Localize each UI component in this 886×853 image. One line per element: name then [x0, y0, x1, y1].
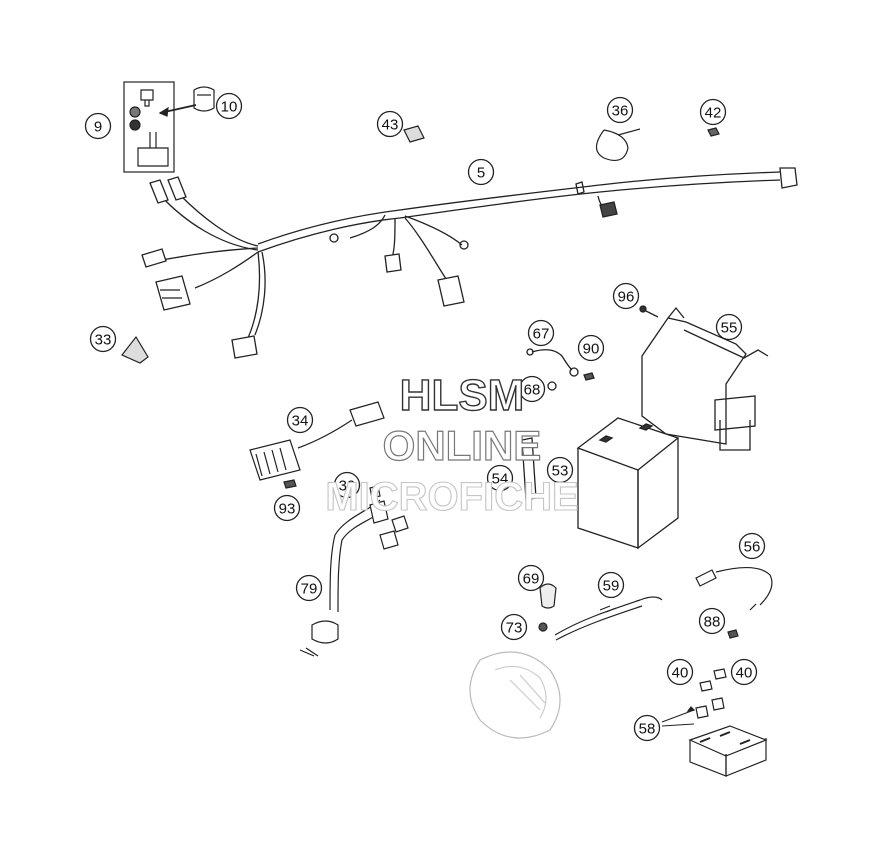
callout-number: 42: [705, 105, 722, 122]
callout-10: 10: [215, 92, 243, 120]
battery-assembly: [521, 348, 680, 550]
callout-number: 55: [721, 320, 738, 337]
callout-number: 5: [477, 165, 485, 182]
watermark-line-1: HLSM: [400, 371, 525, 420]
callout-9: 9: [84, 112, 112, 140]
callout-56: 56: [738, 532, 766, 560]
callout-59: 59: [597, 571, 625, 599]
battery-bracket: [639, 305, 769, 451]
callout-53: 53: [546, 456, 574, 484]
callout-circle: [467, 158, 495, 186]
callout-number: 90: [583, 341, 600, 358]
callout-circle: [606, 96, 634, 124]
callout-number: 79: [301, 581, 318, 598]
callout-circle: [215, 92, 243, 120]
callout-39: 39: [333, 471, 361, 499]
watermark-line-3: MICROFICHE: [325, 475, 578, 519]
callout-circle: [286, 406, 314, 434]
callout-43: 43: [376, 110, 404, 138]
callout-number: 56: [744, 539, 761, 556]
callout-circle: [546, 456, 574, 484]
callout-circle: [699, 98, 727, 126]
callout-number: 34: [292, 413, 309, 430]
callout-68: 68: [518, 375, 546, 403]
callout-number: 39: [339, 478, 356, 495]
callout-33: 33: [89, 325, 117, 353]
callout-number: 10: [221, 99, 238, 116]
callout-circle: [273, 494, 301, 522]
callout-number: 40: [736, 665, 753, 682]
callout-circle: [500, 613, 528, 641]
callout-number: 67: [533, 326, 550, 343]
callout-96: 96: [612, 282, 640, 310]
callout-circle: [738, 532, 766, 560]
callout-5: 5: [467, 158, 495, 186]
callout-67: 67: [527, 319, 555, 347]
callout-circle: [89, 325, 117, 353]
callout-circle: [486, 464, 514, 492]
callout-circle: [633, 714, 661, 742]
callout-number: 88: [704, 614, 721, 631]
watermark: HLSM ONLINE MICROFICHE: [325, 370, 579, 519]
callout-number: 33: [95, 332, 112, 349]
callout-circle: [730, 658, 758, 686]
callout-42: 42: [699, 98, 727, 126]
callout-number: 58: [639, 721, 656, 738]
callout-number: 53: [552, 463, 569, 480]
callout-circle: [84, 112, 112, 140]
callout-number: 54: [492, 471, 509, 488]
starter-cable: [299, 485, 409, 657]
callout-79: 79: [295, 574, 323, 602]
small-parts-top: [121, 125, 720, 364]
callout-circle: [577, 334, 605, 362]
callout-circle: [666, 658, 694, 686]
callout-circle: [517, 564, 545, 592]
callout-69: 69: [517, 564, 545, 592]
callout-circle: [376, 110, 404, 138]
callout-number: 43: [382, 117, 399, 134]
switch-assembly: [123, 81, 215, 173]
callout-circle: [527, 319, 555, 347]
callout-circle: [715, 313, 743, 341]
callout-number: 73: [506, 620, 523, 637]
callout-circle: [698, 607, 726, 635]
callout-40: 40: [730, 658, 758, 686]
callout-93: 93: [273, 494, 301, 522]
battery-cable: [695, 566, 773, 639]
callout-40: 40: [666, 658, 694, 686]
voltage-regulator: [249, 401, 385, 489]
callout-circle: [333, 471, 361, 499]
callout-number: 59: [603, 578, 620, 595]
callout-58: 58: [633, 714, 661, 742]
callout-circle: [518, 375, 546, 403]
wiring-harness: [141, 167, 798, 359]
callout-number: 93: [279, 501, 296, 518]
callout-number: 68: [524, 382, 541, 399]
callout-54: 54: [486, 464, 514, 492]
callout-55: 55: [715, 313, 743, 341]
callout-34: 34: [286, 406, 314, 434]
callout-circle: [612, 282, 640, 310]
callout-circle: [295, 574, 323, 602]
callout-36: 36: [606, 96, 634, 124]
callout-circle: [597, 571, 625, 599]
callout-number: 40: [672, 665, 689, 682]
callout-88: 88: [698, 607, 726, 635]
callout-number: 96: [618, 289, 635, 306]
callout-number: 36: [612, 103, 629, 120]
watermark-line-2: ONLINE: [383, 422, 542, 469]
callout-90: 90: [577, 334, 605, 362]
starter-relay: [661, 668, 768, 777]
callout-number: 69: [523, 571, 540, 588]
callout-number: 9: [94, 119, 102, 136]
starter-motor-cable: [469, 583, 663, 739]
callout-73: 73: [500, 613, 528, 641]
